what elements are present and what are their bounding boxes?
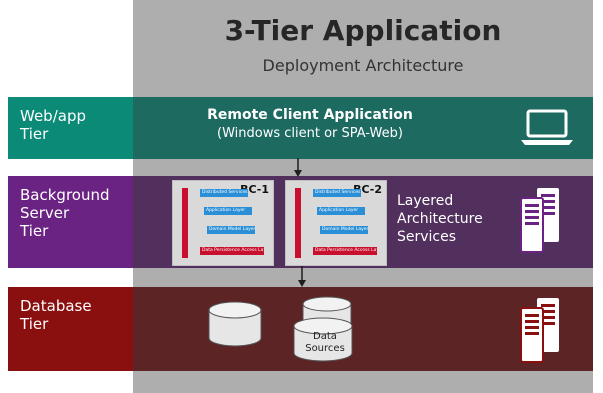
data-sources-database-icon	[293, 317, 353, 362]
data-sources-label: Data Sources	[305, 331, 345, 354]
database-server-icon	[520, 298, 559, 363]
bc2-data-persistence-layer: Data Persistence Access Layer	[313, 247, 377, 255]
diagram-subtitle: Deployment Architecture	[262, 56, 464, 75]
background-tier-label: Background Server Tier	[20, 186, 110, 240]
database-icon	[208, 301, 262, 347]
bc1-application-layer: Application Layer	[204, 207, 252, 215]
web-tier-label: Web/app Tier	[20, 107, 86, 143]
web-tier-center	[133, 97, 593, 159]
bounded-context-bc2: BC-2 Distributed Services Application La…	[285, 180, 387, 266]
arrow-bg-to-db	[298, 266, 306, 287]
remote-client-title: Remote Client Application	[207, 107, 413, 123]
bc1-data-persistence-layer: Data Persistence Access Layer	[200, 247, 264, 255]
layered-architecture-label: Layered Architecture Services	[397, 193, 483, 245]
bc1-domain-model-layer: Domain Model Layer	[207, 226, 255, 234]
remote-client-subtitle: (Windows client or SPA-Web)	[217, 126, 403, 141]
diagram-title: 3-Tier Application	[224, 14, 502, 47]
arrow-web-to-bg	[294, 158, 302, 177]
bc2-domain-model-layer: Domain Model Layer	[320, 226, 368, 234]
bc1-crosscutting-bar	[182, 188, 188, 258]
laptop-icon	[521, 109, 573, 145]
bounded-context-bc1: BC-1 Distributed Services Application La…	[172, 180, 274, 266]
bc2-crosscutting-bar	[295, 188, 301, 258]
database-tier-label: Database Tier	[20, 297, 92, 333]
server-icon	[520, 188, 559, 253]
bc1-distributed-services: Distributed Services	[200, 189, 248, 197]
bc2-application-layer: Application Layer	[317, 207, 365, 215]
bc2-distributed-services: Distributed Services	[313, 189, 361, 197]
